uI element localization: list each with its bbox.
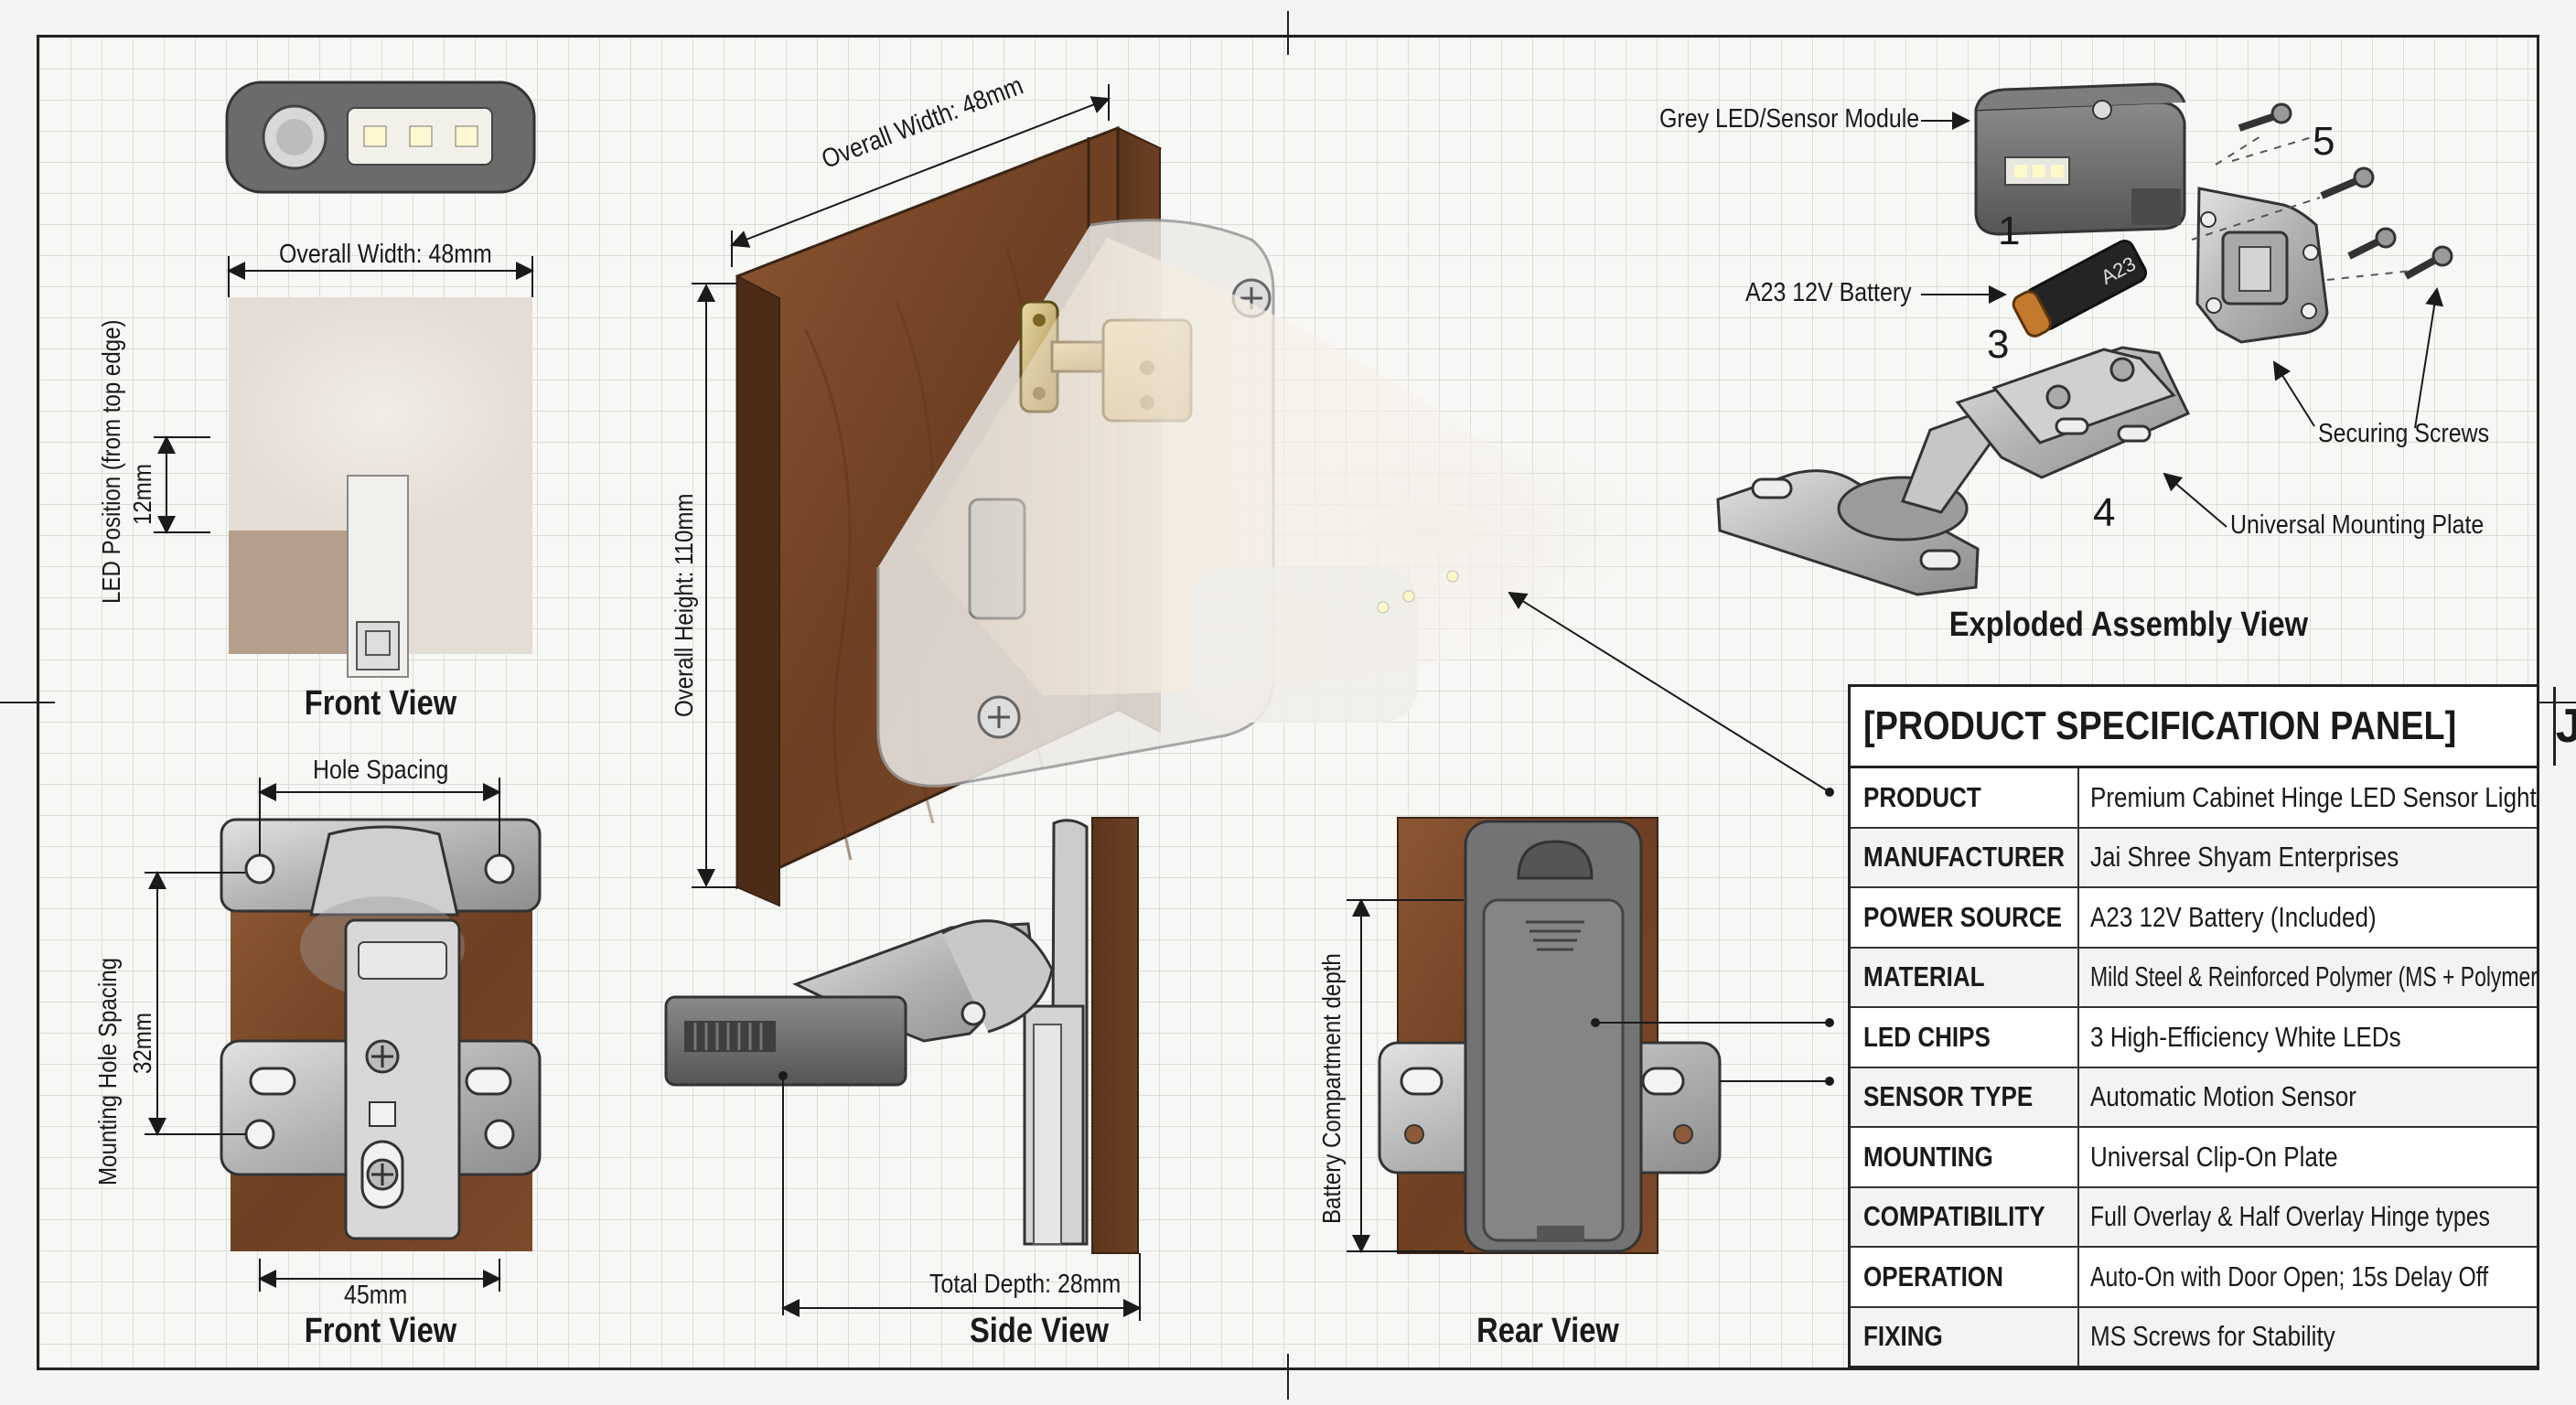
front-view-title-bottom: Front View	[304, 1312, 457, 1350]
led-position-label: LED Position (from top edge)	[97, 319, 125, 604]
mounting-spacing-label: Mounting Hole Spacing	[93, 958, 122, 1185]
bottom-width-label: 45mm	[344, 1281, 408, 1310]
rear-view-title: Rear View	[1476, 1312, 1619, 1350]
callout-4: 4	[2093, 490, 2116, 535]
hole-spacing-label: Hole Spacing	[313, 756, 449, 785]
battery-label: A23 12V Battery	[1745, 278, 1912, 307]
brand-logo: JS	[2552, 687, 2576, 766]
callout-3: 3	[1987, 322, 2010, 367]
led-position-value: 12mm	[128, 464, 156, 525]
front-top-width-label: Overall Width: 48mm	[279, 240, 492, 269]
exploded-view: A23	[1716, 82, 2453, 596]
mounting-spacing-value: 32mm	[128, 1013, 156, 1074]
callout-5: 5	[2313, 119, 2335, 164]
screws-label: Securing Screws	[2318, 419, 2490, 448]
rear-view	[1347, 817, 1834, 1254]
isometric-view	[692, 84, 1637, 907]
callout-1: 1	[1998, 209, 2021, 253]
spec-panel-title: [PRODUCT SPECIFICATION PANEL]	[1863, 703, 2457, 748]
plate-label: Universal Mounting Plate	[2230, 510, 2485, 540]
spec-panel-header: [PRODUCT SPECIFICATION PANEL] JS	[1851, 687, 2576, 768]
battery-depth-label: Battery Compartment depth	[1317, 953, 1346, 1224]
side-view-title: Side View	[970, 1312, 1109, 1350]
hinge-base-plate	[1716, 469, 1980, 596]
exploded-view-title: Exploded Assembly View	[1948, 606, 2309, 644]
spec-panel: [PRODUCT SPECIFICATION PANEL] JS PRODUCT…	[1848, 684, 2576, 1368]
side-depth-label: Total Depth: 28mm	[929, 1270, 1122, 1299]
front-view-hinge	[145, 778, 542, 1292]
module-label: Grey LED/Sensor Module	[1659, 104, 1920, 134]
securing-screws	[2238, 102, 2453, 280]
front-view-title-top: Front View	[304, 684, 457, 723]
iso-height-label: Overall Height: 110mm	[670, 493, 698, 717]
front-view-top	[154, 80, 536, 678]
led-module-side	[664, 995, 907, 1087]
side-view	[664, 817, 1142, 1321]
a23-battery: A23	[2012, 239, 2148, 338]
